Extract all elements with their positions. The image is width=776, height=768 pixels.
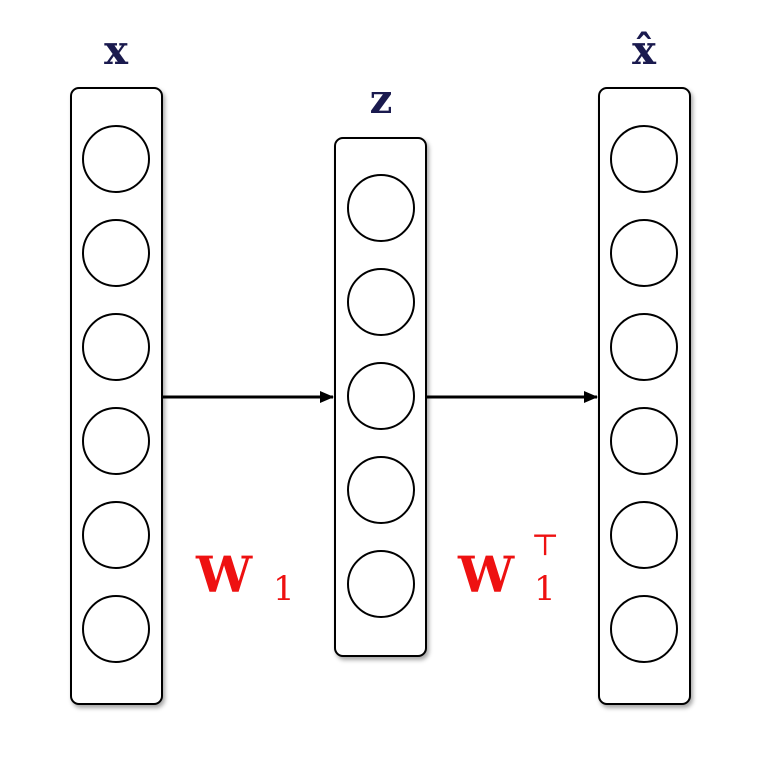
hidden-neuron [347,456,415,524]
output-neuron [610,407,678,475]
hidden-layer-label: z [370,76,393,123]
encoder-weight-symbol: W [195,545,253,604]
hidden-neuron [347,550,415,618]
decoder-weight-subscript: 1 [534,569,556,609]
output-neuron [610,219,678,287]
hidden-layer: z [334,76,427,657]
decoder-weight-symbol: W [457,545,515,604]
encoder-weight-label: W 1 [195,545,295,609]
input-neuron [82,219,150,287]
hidden-neuron [347,268,415,336]
hidden-neurons [347,174,415,618]
encoder-weight-subscript: 1 [273,569,295,609]
output-layer: x̂ [598,27,691,705]
hidden-neuron [347,174,415,242]
input-layer-label: x [104,27,129,74]
input-neuron [82,125,150,193]
output-neurons [610,125,678,663]
input-neuron [82,313,150,381]
input-neuron [82,595,150,663]
input-neurons [82,125,150,663]
output-neuron [610,125,678,193]
hidden-neuron [347,362,415,430]
output-neuron [610,313,678,381]
output-neuron [610,501,678,569]
decoder-weight-superscript: ⊤ [531,528,559,563]
output-neuron [610,595,678,663]
input-layer: x [70,27,163,705]
input-neuron [82,501,150,569]
decoder-weight-label: W 1 ⊤ [457,528,559,609]
input-neuron [82,407,150,475]
output-layer-label: x̂ [632,27,657,74]
